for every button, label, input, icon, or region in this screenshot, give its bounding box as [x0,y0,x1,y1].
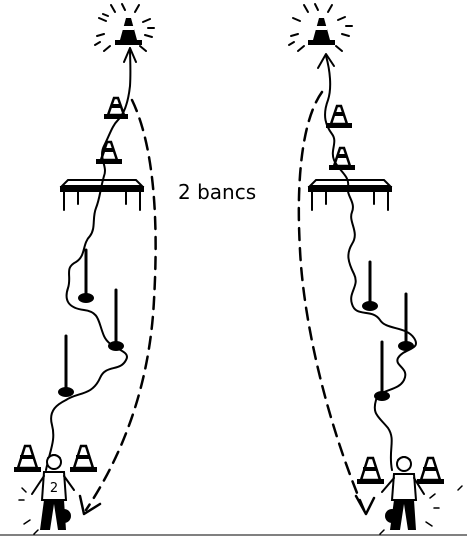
left-slalom-pole [58,334,74,397]
right-dribble-path [324,55,417,471]
right-course [288,3,463,535]
right-slalom-pole [398,292,414,351]
left-cone-icon [96,140,122,164]
player-number: 2 [50,481,58,496]
left-arrowhead-icon [123,47,137,63]
right-player-icon [379,456,463,535]
left-arrowhead-icon [78,494,102,516]
left-dribble-path [45,47,132,471]
right-start-cone-icon [417,456,444,484]
right-slalom-pole [362,260,378,311]
left-slalom-pole [78,248,94,303]
left-return-path [84,98,157,512]
left-course: 2 [14,3,157,535]
left-player-icon: 2 [18,454,75,535]
left-start-cone-icon [14,444,41,472]
right-return-path [297,90,366,512]
left-bench [59,179,145,211]
right-bench [307,179,393,211]
right-cone-icon [329,146,355,170]
left-slalom-pole [108,288,124,351]
benches-label: 2 bancs [178,180,256,204]
right-target-cone-icon [288,3,353,52]
right-arrowhead-icon [354,494,376,516]
right-start-cone-icon [357,456,384,484]
left-target-cone-icon [94,3,155,52]
right-cone-icon [326,104,352,128]
left-start-cone-icon [70,444,97,472]
right-arrowhead-icon [317,53,335,69]
right-slalom-pole [374,340,390,401]
left-cone-icon [104,96,128,119]
